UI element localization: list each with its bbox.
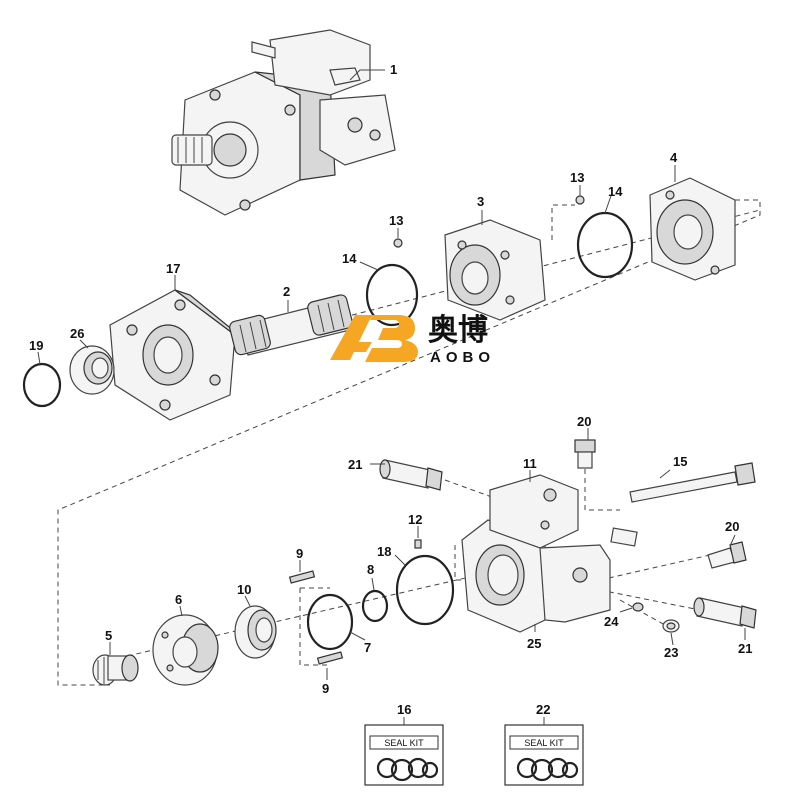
callout-17: 17	[166, 261, 180, 276]
part-6-gerotor	[152, 614, 219, 686]
callout-11: 11	[523, 456, 537, 471]
callout-16: 16	[397, 702, 411, 717]
part-5-drive-link	[92, 654, 139, 686]
assembly-path-valves	[444, 460, 711, 626]
part-19-retaining-ring	[22, 362, 62, 408]
seal-kit-22: SEAL KIT	[504, 724, 584, 786]
callout-labels: 1 2 3 4 5 6 7 8 9 9 10 11 12 13 13 14 14…	[29, 62, 752, 717]
part-24-orifice	[632, 602, 644, 612]
part-18-o-ring	[395, 554, 455, 626]
part-8-ring	[361, 589, 389, 623]
part-26-bearing	[69, 345, 115, 395]
part-21-relief-valve-bottom	[693, 597, 757, 629]
callout-5: 5	[105, 628, 112, 643]
part-21-relief-valve-top	[379, 459, 443, 491]
assembly-path-pins	[299, 587, 330, 666]
assembly-path-top	[57, 199, 761, 686]
part-4-end-plate	[649, 177, 736, 281]
part-25-valve-housing	[461, 474, 638, 633]
callout-9-bottom: 9	[322, 681, 329, 696]
callout-22: 22	[536, 702, 550, 717]
callout-10: 10	[237, 582, 251, 597]
part-17-flange	[109, 289, 246, 421]
callout-7: 7	[364, 640, 371, 655]
callout-20-right: 20	[725, 519, 739, 534]
part-23-plug	[662, 619, 680, 633]
callout-18: 18	[377, 544, 391, 559]
part-13-ball-left	[393, 238, 403, 248]
callout-6: 6	[175, 592, 182, 607]
part-3-rotor-housing	[444, 219, 546, 321]
seal-kit-22-label: SEAL KIT	[524, 738, 564, 748]
callout-21-left: 21	[348, 457, 362, 472]
callout-4: 4	[670, 150, 678, 165]
callout-15: 15	[673, 454, 687, 469]
callout-13-right: 13	[570, 170, 584, 185]
callout-12: 12	[408, 512, 422, 527]
leader-lines	[37, 69, 746, 725]
callout-9-top: 9	[296, 546, 303, 561]
seal-kit-16: SEAL KIT	[364, 724, 444, 786]
part-20-plug-top	[574, 439, 596, 469]
part-14-o-ring-left	[365, 263, 419, 327]
brand-logo-chinese: 奥博	[428, 313, 488, 347]
part-13-ball-right	[575, 195, 585, 205]
callout-8: 8	[367, 562, 374, 577]
part-7-ring	[306, 593, 354, 651]
part-20-plug-right	[707, 541, 747, 569]
callout-13-left: 13	[389, 213, 403, 228]
callout-26: 26	[70, 326, 84, 341]
part-10-bearing-plate	[234, 605, 277, 659]
seal-kit-16-label: SEAL KIT	[384, 738, 424, 748]
part-9-pin-top	[288, 570, 316, 584]
callout-14-left: 14	[342, 251, 357, 266]
callout-20-top: 20	[577, 414, 591, 429]
callout-3: 3	[477, 194, 484, 209]
callout-21-right: 21	[738, 641, 752, 656]
callout-25: 25	[527, 636, 541, 651]
brand-logo-mark	[330, 315, 418, 362]
part-12-check-ball	[414, 539, 422, 549]
callout-19: 19	[29, 338, 43, 353]
callout-1: 1	[390, 62, 397, 77]
callout-2: 2	[283, 284, 290, 299]
callout-14-right: 14	[608, 184, 623, 199]
part-15-bolt	[629, 462, 756, 503]
brand-logo-latin: AOBO	[430, 349, 495, 366]
part-9-pin-bottom	[316, 651, 344, 665]
callout-23: 23	[664, 645, 678, 660]
part-1-motor-assembly	[171, 29, 396, 216]
callout-24: 24	[604, 614, 619, 629]
brand-logo: 奥博 AOBO	[330, 313, 495, 366]
part-2-shaft	[229, 294, 353, 356]
